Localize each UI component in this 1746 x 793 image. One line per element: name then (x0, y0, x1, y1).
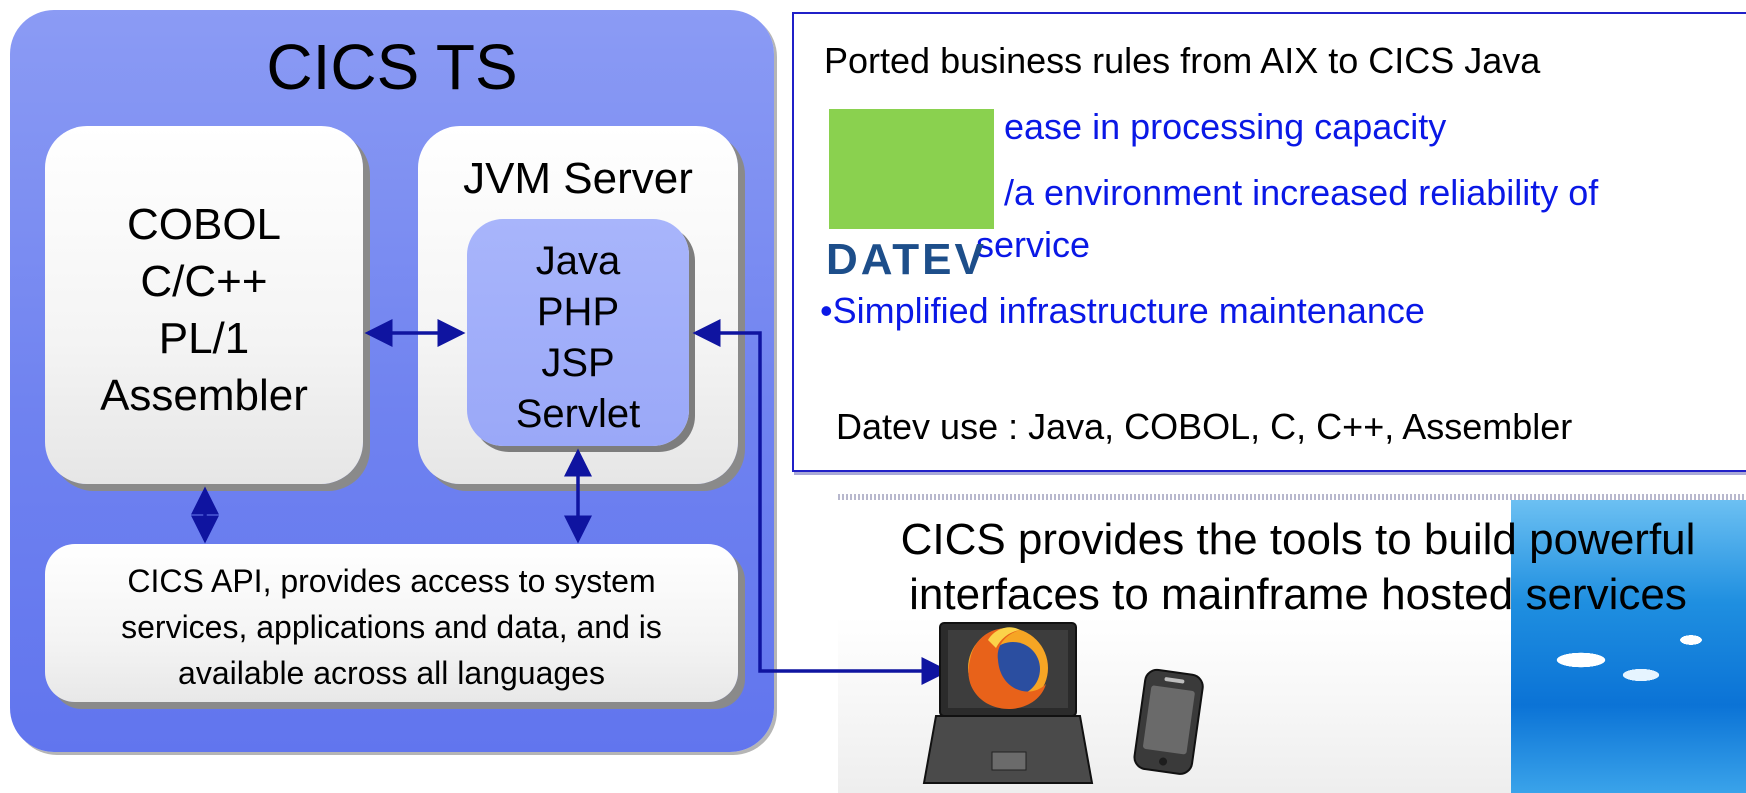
language-item: Assembler (100, 371, 308, 420)
jvm-browser-connector (692, 319, 950, 685)
cics-api-text: CICS API, provides access to system serv… (55, 558, 728, 696)
jvm-languages-box (467, 219, 689, 446)
datev-use-statement: Datev use : Java, COBOL, C, C++, Assembl… (836, 406, 1573, 447)
info-panel (792, 12, 1746, 472)
benefit-reliability-cont: service (976, 224, 1091, 265)
jvm-languages-list: Java PHP JSP Servlet (467, 236, 689, 440)
arrows (191, 319, 950, 685)
languages-list: COBOL C/C++ PL/1 Assembler (45, 196, 363, 424)
firefox-icon (968, 627, 1048, 709)
tagline-line: interfaces to mainframe hosted services (909, 570, 1687, 619)
jvm-language-item: JSP (541, 341, 615, 385)
smartphone-icon (1133, 668, 1204, 775)
datev-logo-square (829, 109, 994, 229)
benefit-capacity: ease in processing capacity (1004, 106, 1447, 147)
tagline-line: CICS provides the tools to build powerfu… (900, 515, 1696, 564)
ocean-image (1511, 500, 1746, 793)
cics-api-line: available across all languages (178, 655, 605, 691)
cics-api-box (45, 544, 738, 702)
jvm-language-item: Servlet (515, 392, 641, 436)
benefit-reliability: /a environment increased reliability of (1004, 172, 1599, 213)
jvm-language-item: PHP (536, 290, 620, 334)
cics-api-line: services, applications and data, and is (121, 609, 662, 645)
language-item: COBOL (126, 200, 282, 249)
cics-api-line: CICS API, provides access to system (127, 563, 656, 599)
jvm-language-item: Java (535, 239, 621, 283)
tagline: CICS provides the tools to build powerfu… (850, 512, 1746, 622)
language-item: C/C++ (140, 257, 268, 306)
ported-statement: Ported business rules from AIX to CICS J… (824, 40, 1541, 81)
jvm-server-title: JVM Server (463, 154, 693, 203)
languages-box (45, 126, 363, 484)
datev-logo: DATEV (826, 235, 987, 284)
divider-line (838, 494, 1746, 501)
language-item: PL/1 (158, 314, 250, 363)
cics-ts-title: CICS TS (266, 31, 518, 103)
